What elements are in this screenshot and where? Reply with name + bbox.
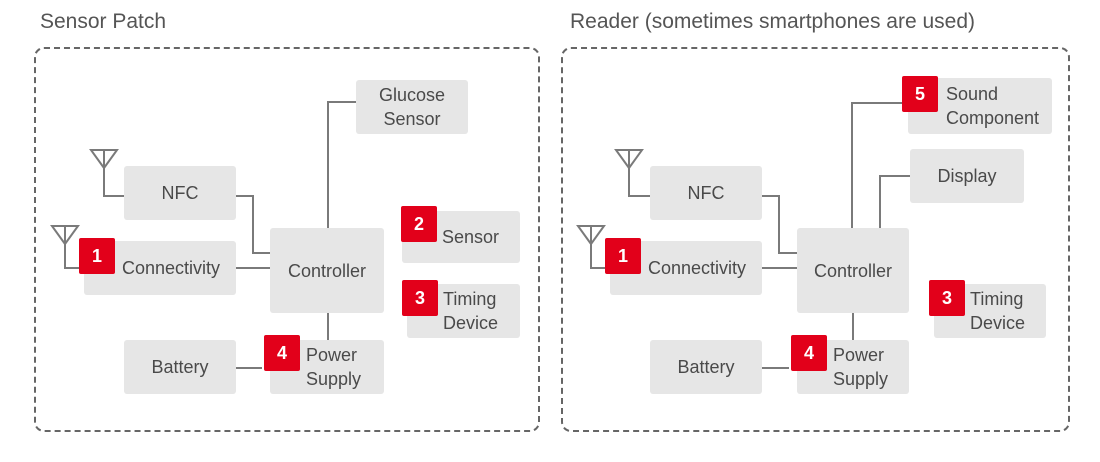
nfc-antenna-wire [103,168,124,197]
connectivity-antenna-wire-reader [590,244,610,269]
reader-title: Reader (sometimes smartphones are used) [570,10,976,33]
nfc-box: NFC [124,166,236,220]
controller-box: Controller [270,228,384,313]
controller-box-reader: Controller [797,228,909,313]
sensor-patch-title: Sensor Patch [40,10,167,33]
nfc-box-reader: NFC [650,166,762,220]
connectivity-badge: 1 [79,238,115,274]
battery-box: Battery [124,340,236,394]
connectivity-antenna-wire [64,244,84,269]
nfc-antenna-wire-reader [628,168,650,197]
controller-nfc-wire [236,195,270,254]
display-box: Display [910,149,1024,203]
power-supply-badge: 4 [264,335,300,371]
timing-device-badge-reader: 3 [929,280,965,316]
controller-sound-wire [851,102,902,228]
timing-device-badge: 3 [402,280,438,316]
timing-device-box: Timing Device [407,284,520,338]
power-supply-badge-reader: 4 [791,335,827,371]
sensor-badge: 2 [401,206,437,242]
glucose-sensor-box: Glucose Sensor [356,80,468,134]
battery-box-reader: Battery [650,340,762,394]
timing-device-box-reader: Timing Device [934,284,1046,338]
controller-display-wire [879,175,910,228]
reader-frame [561,47,1070,432]
connectivity-badge-reader: 1 [605,238,641,274]
sensor-patch-frame [34,47,540,432]
controller-glucose-wire [327,101,358,228]
controller-nfc-wire-reader [762,195,797,254]
sound-component-badge: 5 [902,76,938,112]
